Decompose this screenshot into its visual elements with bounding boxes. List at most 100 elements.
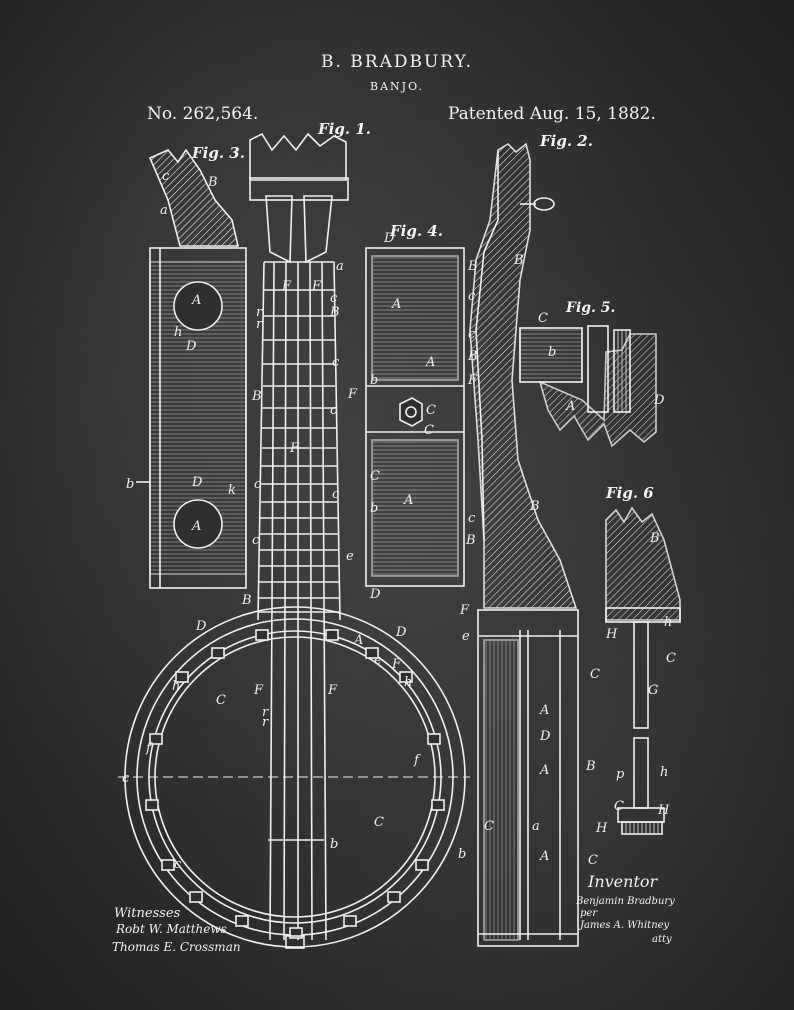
svg-text:A: A (353, 633, 363, 648)
svg-text:D: D (185, 339, 197, 354)
svg-text:r: r (256, 305, 263, 320)
figure-5-drawing (519, 325, 657, 448)
svg-text:h: h (660, 765, 668, 780)
svg-text:A: A (425, 355, 435, 370)
figure-2-drawing (469, 142, 579, 947)
svg-text:A: A (403, 493, 413, 508)
inventor-label: Inventor (588, 872, 658, 891)
figure-4-drawing (365, 247, 465, 587)
svg-text:B: B (513, 253, 524, 268)
svg-text:r: r (256, 317, 263, 332)
svg-text:b: b (458, 847, 466, 862)
svg-text:F: F (347, 387, 358, 402)
svg-text:A: A (565, 399, 575, 414)
svg-text:h: h (664, 615, 672, 630)
svg-text:F: F (327, 683, 338, 698)
svg-text:b: b (370, 373, 378, 388)
svg-text:p: p (616, 767, 625, 782)
svg-text:b: b (370, 501, 378, 516)
fig4-label: Fig. 4. (390, 222, 443, 240)
svg-text:c: c (468, 289, 476, 304)
svg-text:H: H (657, 803, 670, 818)
figure-6-drawing (605, 506, 681, 835)
svg-text:h: h (172, 679, 180, 694)
svg-text:r: r (262, 715, 269, 730)
svg-text:c: c (252, 533, 260, 548)
svg-text:H: H (605, 627, 618, 642)
svg-text:f: f (145, 741, 153, 756)
fig1-label: Fig. 1. (318, 120, 371, 138)
patent-number: No. 262,564. (147, 104, 259, 124)
svg-text:e: e (462, 629, 470, 644)
svg-text:A: A (191, 293, 201, 308)
svg-text:C: C (484, 819, 494, 834)
svg-text:B: B (207, 175, 218, 190)
figure-3-drawing (136, 148, 247, 589)
attorney-signature: James A. Whitney (580, 920, 670, 931)
atty-label: atty (652, 934, 672, 945)
svg-text:F: F (311, 279, 322, 294)
figure-1-drawing (118, 132, 470, 949)
svg-text:F: F (281, 279, 292, 294)
svg-text:C: C (426, 403, 436, 418)
svg-text:e: e (374, 653, 382, 668)
svg-text:B: B (241, 593, 252, 608)
svg-text:B: B (585, 759, 596, 774)
svg-text:c: c (468, 511, 476, 526)
svg-text:B: B (649, 531, 660, 546)
svg-text:F: F (289, 441, 300, 456)
svg-text:C: C (538, 311, 548, 326)
svg-text:B: B (529, 499, 540, 514)
svg-text:C: C (374, 815, 384, 830)
svg-text:c: c (122, 771, 130, 786)
svg-text:A: A (191, 519, 201, 534)
svg-text:c: c (162, 169, 170, 184)
svg-text:c: c (174, 857, 182, 872)
per-label: per (580, 908, 598, 919)
svg-text:C: C (614, 799, 624, 814)
patent-date: Patented Aug. 15, 1882. (448, 104, 656, 124)
fig2-label: Fig. 2. (540, 132, 593, 150)
svg-text:D: D (195, 619, 207, 634)
svg-text:C: C (588, 853, 598, 868)
svg-text:A: A (539, 763, 549, 778)
svg-text:F: F (467, 373, 478, 388)
svg-text:D: D (369, 587, 381, 602)
svg-text:F: F (459, 603, 470, 618)
svg-text:A: A (391, 297, 401, 312)
svg-text:B: B (329, 305, 340, 320)
svg-text:D: D (191, 475, 203, 490)
svg-text:H: H (595, 821, 608, 836)
svg-text:r: r (262, 705, 269, 720)
svg-text:c: c (468, 327, 476, 342)
svg-text:a: a (160, 203, 168, 218)
svg-text:F: F (253, 683, 264, 698)
witness-1-signature: Robt W. Matthews (116, 922, 227, 936)
svg-text:f: f (413, 753, 421, 768)
svg-text:c: c (332, 487, 340, 502)
fig6-label: Fig. 6 (606, 484, 654, 502)
svg-text:b: b (330, 837, 338, 852)
svg-text:A: A (539, 703, 549, 718)
svg-text:a: a (532, 819, 540, 834)
svg-text:h: h (174, 325, 182, 340)
svg-text:F: F (391, 657, 402, 672)
svg-text:B: B (465, 533, 476, 548)
svg-text:c: c (254, 477, 262, 492)
svg-text:D: D (539, 729, 551, 744)
svg-text:h: h (404, 675, 412, 690)
svg-text:A: A (539, 849, 549, 864)
svg-text:D: D (653, 393, 665, 408)
svg-text:c: c (332, 355, 340, 370)
svg-text:c: c (330, 291, 338, 306)
invention-title: BANJO. (370, 80, 424, 93)
svg-text:e: e (346, 549, 354, 564)
svg-text:B: B (467, 349, 478, 364)
svg-text:k: k (228, 483, 236, 498)
svg-text:C: C (424, 423, 434, 438)
svg-text:C: C (216, 693, 226, 708)
svg-text:c: c (330, 403, 338, 418)
